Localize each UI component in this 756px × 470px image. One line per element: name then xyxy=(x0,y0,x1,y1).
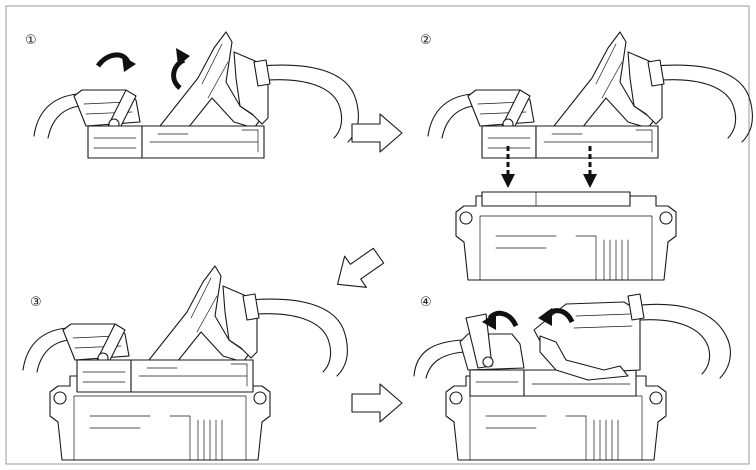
step-1-label: ① xyxy=(25,33,37,48)
outer-frame xyxy=(5,5,750,465)
connector-assembly xyxy=(22,265,348,393)
step-4-label: ④ xyxy=(420,295,432,310)
curved-rotate-arrow-icon xyxy=(95,52,136,72)
curved-rotate-arrow-icon xyxy=(482,310,519,330)
hollow-outline-arrow-icon xyxy=(351,113,403,153)
connector-assembly xyxy=(33,31,359,159)
connector-assembly xyxy=(427,31,753,159)
step-4-panel: ④ xyxy=(413,293,731,461)
step-3-label: ③ xyxy=(30,295,42,310)
dashed-down-arrow-icon xyxy=(501,146,515,188)
curved-rotate-arrow-icon xyxy=(171,48,190,90)
step-2-label: ② xyxy=(420,33,432,48)
step-3-panel: ③ xyxy=(22,265,348,461)
curved-rotate-arrow-icon xyxy=(538,308,575,326)
dashed-down-arrow-icon xyxy=(583,146,597,188)
ecu-module xyxy=(455,195,677,281)
hollow-outline-arrow-icon xyxy=(351,383,403,423)
step-1-panel: ① xyxy=(25,31,359,159)
hollow-outline-arrow-icon xyxy=(326,239,390,301)
step-2-panel: ② xyxy=(420,31,753,281)
